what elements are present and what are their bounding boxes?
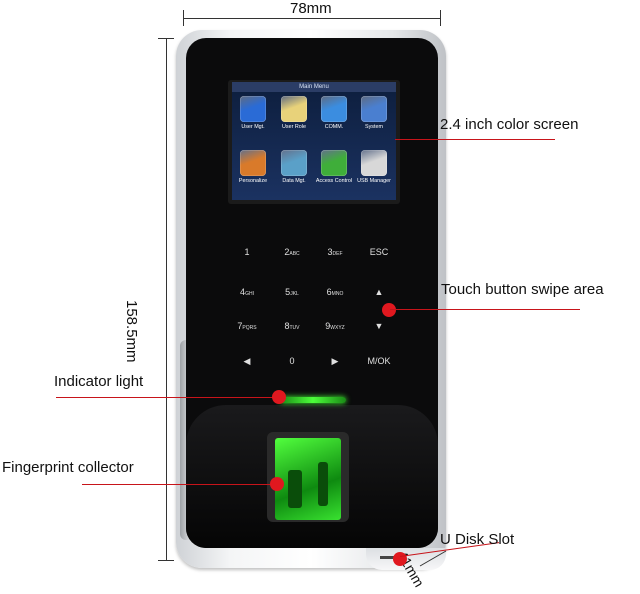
callout-dot-touch [382,303,396,317]
callout-line-screen [395,139,555,140]
callout-dot-fingerprint [270,477,284,491]
height-dimension-label: 158.5mm [123,300,140,363]
keypad-key[interactable]: ◀ [243,356,251,366]
usb-icon [361,150,387,176]
screen-tile-label: User Mgt. [241,124,265,130]
width-dimension-line [183,18,440,19]
indicator-light [280,397,346,403]
callout-line-indicator [56,397,278,398]
screen-tile-label: Access Control [315,178,353,184]
gear-icon [361,96,387,122]
screen-tile-label: USB Manager [357,178,391,184]
callout-line-touch [390,309,580,310]
callout-screen-label: 2.4 inch color screen [440,116,579,133]
fingerprint-sensor [275,438,341,520]
callout-usb-label: U Disk Slot [440,531,515,548]
keypad-key[interactable]: ▲ [374,287,384,297]
callout-touch-label: Touch button swipe area [441,281,604,298]
user-icon [240,96,266,122]
keypad-key[interactable]: ESC [369,247,389,257]
screen-tile-label: Personalize [238,178,268,184]
height-dim-tick-bottom [158,560,174,561]
keypad-key[interactable]: 2ABC [284,247,300,257]
keypad-key[interactable]: 5JKL [285,287,299,297]
callout-dot-indicator [272,390,286,404]
callout-dot-usb [393,552,407,566]
width-dim-tick-right [440,10,441,26]
paint-icon [240,150,266,176]
screen-tile-label: User Role [282,124,306,130]
database-icon [281,150,307,176]
keypad-key[interactable]: 3DEF [327,247,343,257]
keypad-key[interactable]: 8TUV [284,321,300,331]
screen-menu-title: Main Menu [232,82,396,92]
keypad-key[interactable]: 0 [289,356,295,366]
screen-tile-label: Data Mgt. [282,178,306,184]
keypad-key[interactable]: 9WXYZ [325,321,345,331]
callout-fingerprint-label: Fingerprint collector [2,459,134,476]
keypad-key[interactable]: 7PQRS [237,321,257,331]
keypad-key[interactable]: 1 [244,247,250,257]
height-dimension-line [166,38,167,560]
fingerprint-shadow [318,462,328,506]
keypad-key[interactable]: ▶ [331,356,339,366]
keypad-key[interactable]: ▼ [374,321,384,331]
screen-tile-label: COMM. [324,124,344,130]
width-dimension-label: 78mm [290,0,332,17]
keypad-key[interactable]: M/OK [367,356,391,366]
callout-line-fingerprint [82,484,278,485]
network-icon [321,96,347,122]
keypad-key[interactable]: 4GHI [240,287,254,297]
callout-indicator-label: Indicator light [54,373,144,390]
door-icon [321,150,347,176]
fingerprint-shadow [288,470,302,508]
keypad-key[interactable]: 6MNO [326,287,344,297]
screen-tile-label: System [365,124,383,130]
key-icon [281,96,307,122]
